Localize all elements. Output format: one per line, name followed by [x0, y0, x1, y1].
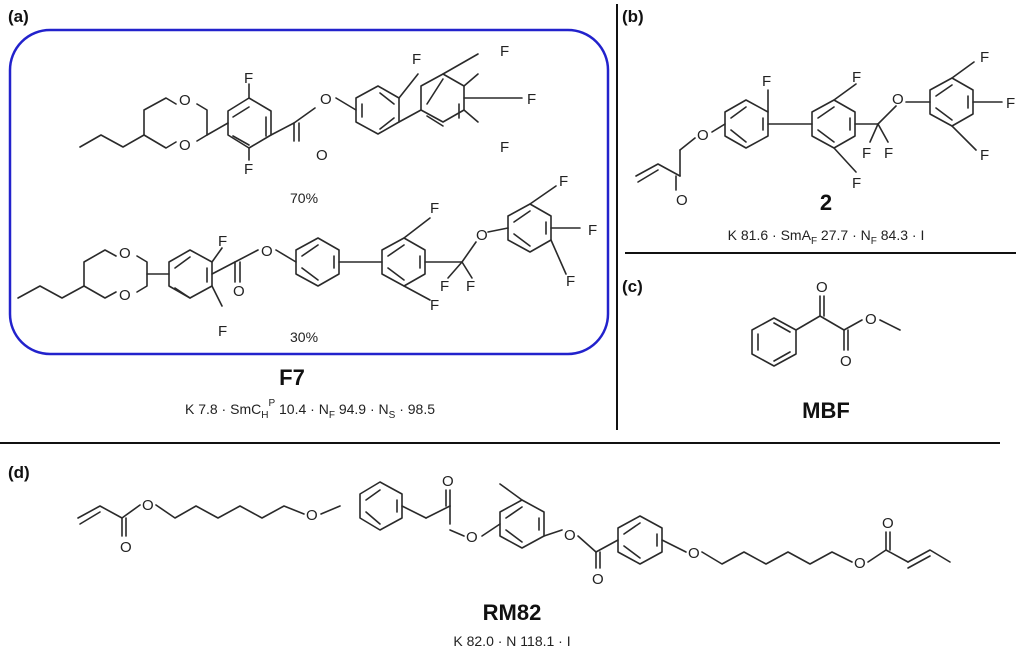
- rm82-phase-sequence: K 82.0 · N 118.1 · I: [453, 633, 570, 649]
- compound-2-phase-sequence: K 81.6 · SmAF 27.7 · NF 84.3 · I: [728, 227, 925, 247]
- atom-label: O: [854, 555, 866, 572]
- atom-label: O: [119, 287, 131, 304]
- mbf-name: MBF: [802, 398, 850, 423]
- mbf-structure: O O O: [751, 279, 901, 370]
- atom-label: F: [218, 323, 227, 340]
- atom-label: F: [527, 91, 536, 108]
- atom-label: F: [762, 73, 771, 90]
- atom-label: O: [120, 539, 132, 556]
- atom-label: F: [980, 147, 989, 164]
- f7-phase-sequence: K 7.8 · SmCHP 10.4 · NF 94.9 · NS · 98.5: [185, 398, 435, 421]
- atom-label: O: [119, 245, 131, 262]
- atom-label: F: [466, 278, 475, 295]
- atom-label: F: [430, 200, 439, 217]
- atom-label: O: [892, 91, 904, 108]
- rm82-name: RM82: [483, 600, 542, 625]
- panel-label-c: (c): [622, 277, 643, 296]
- atom-label: F: [500, 43, 509, 60]
- atom-label: O: [316, 147, 328, 164]
- atom-label: F: [588, 222, 597, 239]
- atom-label: F: [440, 278, 449, 295]
- f7-percent-top: 70%: [290, 190, 318, 206]
- atom-label: O: [882, 515, 894, 532]
- atom-label: F: [862, 145, 871, 162]
- panel-label-a: (a): [8, 7, 29, 26]
- atom-label: O: [261, 243, 273, 260]
- compound-2-structure: O O F F F O F F F F F: [635, 49, 1015, 209]
- atom-label: F: [218, 233, 227, 250]
- f7-mixture-frame: [8, 28, 610, 356]
- atom-label: O: [179, 92, 191, 109]
- f7-molecule-bottom: O O F F O O F F O F F F F F: [17, 173, 597, 340]
- atom-label: F: [500, 139, 509, 156]
- panel-label-d: (d): [8, 463, 30, 482]
- atom-label: O: [840, 353, 852, 370]
- atom-label: O: [564, 527, 576, 544]
- compound-2-name: 2: [820, 190, 832, 215]
- atom-label: F: [884, 145, 893, 162]
- atom-label: O: [306, 507, 318, 524]
- rm82-structure: O O O O O O O O O O: [77, 473, 951, 588]
- f7-percent-bottom: 30%: [290, 329, 318, 345]
- atom-label: O: [142, 497, 154, 514]
- f7-name: F7: [279, 365, 305, 390]
- atom-label: O: [676, 192, 688, 209]
- atom-label: F: [566, 273, 575, 290]
- f7-molecule-top: O O F F O O F F F F: [79, 43, 536, 178]
- atom-label: F: [244, 161, 253, 178]
- atom-label: F: [852, 175, 861, 192]
- atom-label: O: [233, 283, 245, 300]
- atom-label: F: [244, 70, 253, 87]
- atom-label: O: [816, 279, 828, 296]
- atom-label: F: [430, 297, 439, 314]
- atom-label: F: [412, 51, 421, 68]
- atom-label: O: [466, 529, 478, 546]
- atom-label: O: [442, 473, 454, 490]
- atom-label: O: [179, 137, 191, 154]
- atom-label: O: [476, 227, 488, 244]
- atom-label: F: [852, 69, 861, 86]
- atom-label: O: [697, 127, 709, 144]
- atom-label: O: [865, 311, 877, 328]
- panel-label-b: (b): [622, 7, 644, 26]
- atom-label: F: [980, 49, 989, 66]
- atom-label: F: [1006, 95, 1015, 112]
- atom-label: O: [688, 545, 700, 562]
- atom-label: O: [592, 571, 604, 588]
- atom-label: O: [320, 91, 332, 108]
- atom-label: F: [559, 173, 568, 190]
